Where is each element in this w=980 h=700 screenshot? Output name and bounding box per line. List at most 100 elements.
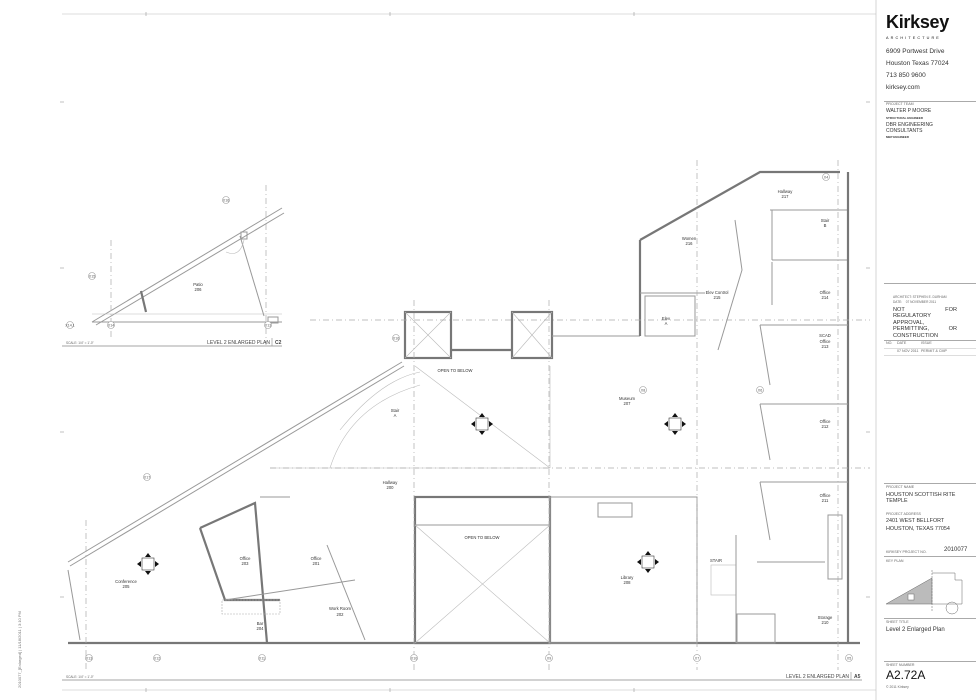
- note-open-to-below: OPEN TO BELOW: [438, 368, 473, 373]
- sheet-number-label: SHEET NUMBER: [886, 663, 915, 667]
- architect-line: ARCHITECT: STEPHEN E. DURHAM: [893, 295, 947, 299]
- grid-bubble: X10: [410, 654, 418, 662]
- issues-header: DATE: [897, 341, 907, 345]
- room-number: 217: [782, 194, 790, 199]
- room-number: 207: [624, 401, 632, 406]
- svg-text:X8: X8: [641, 388, 645, 392]
- room-name: Storage: [818, 615, 833, 620]
- grid-bubble: X11: [258, 654, 266, 662]
- team-member-name: DBR ENGINEERING CONSULTANTS: [886, 122, 933, 134]
- room-name: Bar: [257, 621, 264, 626]
- room-number: A: [665, 321, 668, 326]
- sheet-title-label: SHEET TITLE: [886, 620, 909, 624]
- plan-view-c2: SCALE: 1/4" = 1'-0" LEVEL 2 ENLARGED PLA…: [62, 185, 285, 347]
- room-number: 201: [313, 561, 321, 566]
- key-plan-label: KEY PLAN: [886, 559, 904, 563]
- note-scad: SCAD: [819, 333, 831, 338]
- grid-bubble: X14.1: [65, 321, 75, 329]
- view-scale: SCALE: 1/4" = 1'-0": [66, 341, 94, 345]
- project-name-label: PROJECT NAME: [886, 485, 915, 489]
- firm-website[interactable]: kirksey.com: [886, 84, 920, 91]
- firm-logo-sub: ARCHITECTURE: [886, 36, 941, 40]
- grid-bubble: X13: [85, 654, 93, 662]
- view-scale: SCALE: 1/4" = 1'-0": [66, 675, 94, 679]
- grid-bubble: X16: [392, 334, 400, 342]
- project-address-label: PROJECT ADDRESS: [886, 512, 921, 516]
- svg-text:X6: X6: [758, 388, 762, 392]
- project-name: HOUSTON SCOTTISH RITE TEMPLE: [886, 492, 956, 505]
- room-name: Elev Control: [706, 290, 729, 295]
- project-number: 2010077: [944, 547, 968, 553]
- room-name: Stair: [821, 218, 830, 223]
- room-name: Women: [682, 236, 697, 241]
- room-number: 208: [624, 580, 632, 585]
- room-name: Work Room: [329, 606, 352, 611]
- divider: [884, 340, 976, 341]
- firm-address-1: 6909 Portwest Drive: [886, 48, 945, 55]
- svg-text:X15: X15: [89, 274, 95, 278]
- sheet-frame: [60, 0, 877, 700]
- issues-header: ISSUE: [921, 341, 932, 345]
- svg-text:X11: X11: [259, 656, 265, 660]
- view-title: LEVEL 2 ENLARGED PLAN: [207, 340, 270, 346]
- room-number: 214: [822, 295, 830, 300]
- approval-date: DATE: 07 NOVEMBER 2011: [893, 300, 937, 304]
- svg-text:X10: X10: [411, 656, 417, 660]
- grid-bubble: X8: [639, 386, 647, 394]
- issue-name: PERMIT & CMP: [921, 348, 947, 353]
- room-number: 200: [387, 485, 395, 490]
- room-number: 203: [242, 561, 250, 566]
- divider: [884, 101, 976, 102]
- room-name: Office: [820, 419, 832, 424]
- room-number: A: [394, 413, 397, 418]
- svg-text:X5: X5: [847, 656, 851, 660]
- not-for-construction-notice: NOT FOR REGULATORY APPROVAL, PERMITTING,…: [893, 307, 957, 339]
- room-number: 216: [686, 241, 694, 246]
- divider: [884, 661, 976, 662]
- room-name: Patio: [193, 282, 203, 287]
- svg-text:X16: X16: [393, 336, 399, 340]
- issues-header: NO.: [886, 341, 893, 345]
- grid-bubble: X17: [143, 473, 151, 481]
- room-name: Office: [820, 290, 832, 295]
- divider: [884, 348, 976, 349]
- grid-bubble: X9: [545, 654, 553, 662]
- copyright: © 2011 Kirksey: [886, 685, 909, 689]
- room-name: Office: [240, 556, 252, 561]
- divider: [884, 483, 976, 484]
- team-member-role: STRUCTURAL ENGINEER: [886, 116, 923, 120]
- issue-date: 07 NOV 2011: [897, 348, 919, 353]
- svg-text:X14.1: X14.1: [65, 323, 74, 327]
- room-number: 204: [257, 626, 265, 631]
- grid-bubble: X5: [845, 654, 853, 662]
- key-plan: [885, 570, 963, 615]
- room-name: Stair: [391, 408, 400, 413]
- view-title: LEVEL 2 ENLARGED PLAN: [786, 674, 849, 680]
- svg-text:X4: X4: [824, 175, 828, 179]
- svg-text:X16: X16: [223, 198, 229, 202]
- room-name: Museum: [619, 396, 636, 401]
- room-name: Office: [311, 556, 323, 561]
- svg-text:X7: X7: [695, 656, 699, 660]
- room-number: 206: [195, 287, 203, 292]
- room-number: 211: [822, 498, 829, 503]
- room-name: Hallway: [383, 480, 399, 485]
- team-member-role: MEP ENGINEER: [886, 135, 909, 139]
- note-stair: STAIR: [710, 558, 722, 563]
- sheet-title: Level 2 Enlarged Plan: [886, 627, 945, 633]
- grid-bubble: X13: [264, 321, 272, 329]
- room-number: 212: [822, 424, 830, 429]
- room-number: 213: [822, 344, 830, 349]
- grid-bubble: X14: [107, 321, 115, 329]
- svg-text:X17: X17: [144, 475, 150, 479]
- room-number: 210: [822, 620, 830, 625]
- room-name: Hallway: [778, 189, 794, 194]
- svg-text:X12: X12: [154, 656, 160, 660]
- svg-text:X13: X13: [265, 323, 271, 327]
- grid-bubble: X12: [153, 654, 161, 662]
- note-open-to-below: OPEN TO BELOW: [465, 535, 500, 540]
- svg-text:X9: X9: [547, 656, 551, 660]
- grid-bubble: X7: [693, 654, 701, 662]
